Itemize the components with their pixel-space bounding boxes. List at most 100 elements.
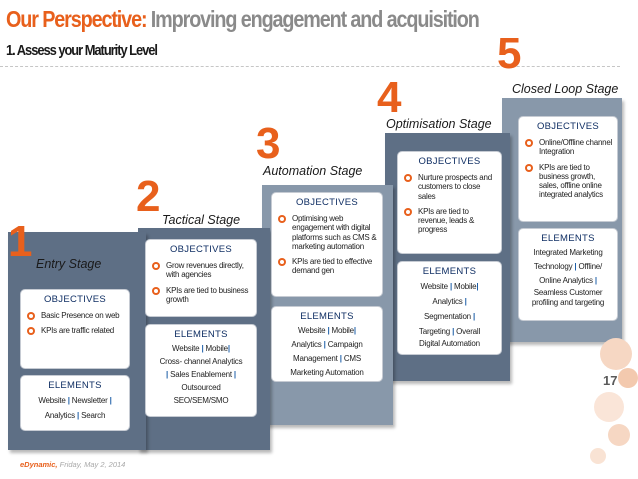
separator-bar: | [323,340,326,349]
slide-subtitle: 1. Assess your Maturity Level [6,42,158,59]
stage-name-3: Automation Stage [263,164,363,178]
objectives-box-1: OBJECTIVES Basic Presence on web KPIs ar… [20,289,130,369]
separator-bar: | [452,327,455,336]
separator-bar: | [594,276,597,285]
elements-line: Online Analytics | [539,276,597,285]
bullet-icon [278,215,286,223]
separator-bar: | [449,282,452,291]
elements-line: Website | Mobile| [172,344,230,353]
elements-list: Integrated Marketing Technology | Offlin… [519,244,617,308]
separator-bar: | [77,411,80,420]
separator-bar: | [327,326,330,335]
stage-number-2: 2 [136,172,161,221]
separator-bar: | [109,396,112,405]
elements-heading: ELEMENTS [174,329,228,340]
objective-item: Optimising web engagement with digital p… [278,214,378,251]
elements-line: Targeting | Overall [418,327,481,336]
elements-line: | Sales Enablement | [166,370,236,379]
objective-item: Online/Offline channel Integration [525,138,613,157]
elements-line: Integrated Marketing [533,248,603,257]
header-divider [0,66,620,67]
elements-line: SEO/SEM/SMO [173,396,229,405]
objective-item: KPIs are tied to business growth, sales,… [525,163,613,200]
elements-list: Website | Mobile| Cross- channel Analyti… [146,340,256,407]
elements-line: profiling and targeting [531,298,605,307]
objective-item: KPIs are tied to effective demand gen [278,257,378,276]
title-lead: Our Perspective: [6,6,148,32]
objectives-box-4: OBJECTIVES Nurture prospects and custome… [397,151,502,254]
stage-number-3: 3 [256,119,281,168]
objective-item: KPIs are tied to business growth [152,286,252,305]
elements-line: Analytics | Campaign [291,340,363,349]
objectives-heading: OBJECTIVES [536,121,600,132]
elements-list: Website | Mobile| Analytics | Campaign M… [272,322,382,380]
elements-box-5: ELEMENTS Integrated Marketing Technology… [518,228,618,321]
bullet-icon [278,258,286,267]
objective-item: Grow revenues directly, with agencies [152,261,252,280]
objectives-heading: OBJECTIVES [295,197,359,208]
elements-line: Website | Newsletter | [38,396,112,405]
objective-item: Nurture prospects and customers to close… [404,173,497,201]
elements-box-4: ELEMENTS Website | Mobile| Analytics | S… [397,261,502,355]
separator-bar: | [227,344,230,353]
elements-line: Digital Automation [419,339,480,348]
elements-heading: ELEMENTS [48,380,102,391]
elements-list: Website | Mobile| Analytics | Segmentati… [398,277,501,348]
decorative-circle [594,392,624,422]
separator-bar: | [67,396,70,405]
objectives-heading: OBJECTIVES [418,156,481,167]
bullet-icon [525,139,533,147]
title-rest: Improving engagement and acquisition [150,6,480,32]
elements-line: Seamless Customer [533,288,603,297]
separator-bar: | [464,297,467,306]
elements-line: Website | Mobile| [420,282,479,291]
bullet-icon [404,207,412,216]
separator-bar: | [233,370,236,379]
elements-heading: ELEMENTS [541,233,595,244]
separator-bar: | [166,370,169,379]
page-number: 17 [603,373,618,388]
elements-line: Technology | Offline/ [533,262,603,271]
separator-bar: | [353,326,356,335]
decorative-circle [618,368,638,388]
bullet-icon [27,312,35,320]
separator-bar: | [476,282,479,291]
separator-bar: | [472,312,476,321]
objectives-heading: OBJECTIVES [169,244,233,255]
footer: eDynamic, Friday, May 2, 2014 [20,460,125,469]
elements-heading: ELEMENTS [300,311,354,322]
elements-list: Website | Newsletter | Analytics | Searc… [21,391,129,423]
stage-name-4: Optimisation Stage [386,117,492,131]
separator-bar: | [574,262,577,271]
separator-bar: | [339,354,342,363]
decorative-circle [600,338,632,370]
objectives-heading: OBJECTIVES [43,294,107,305]
stage-number-1: 1 [8,217,33,266]
objectives-box-2: OBJECTIVES Grow revenues directly, with … [145,239,257,317]
bullet-icon [152,262,160,270]
elements-line: Marketing Automation [290,368,364,377]
elements-line: Cross- channel Analytics [159,357,243,366]
elements-line: Segmentation | [423,312,476,321]
stage-name-5: Closed Loop Stage [512,82,619,96]
objective-item: Basic Presence on web [27,311,125,320]
stage-name-1: Entry Stage [36,257,102,271]
stage-name-2: Tactical Stage [162,213,241,227]
bullet-icon [27,327,35,336]
elements-line: Analytics | Search [44,411,106,420]
elements-line: Website | Mobile| [298,326,356,335]
objectives-box-5: OBJECTIVES Online/Offline channel Integr… [518,116,618,222]
stage-number-5: 5 [497,29,522,78]
elements-heading: ELEMENTS [422,266,477,277]
elements-box-3: ELEMENTS Website | Mobile| Analytics | C… [271,306,383,382]
bullet-icon [525,163,533,172]
objective-item: KPIs are tied to revenue, leads & progre… [404,207,497,235]
footer-date: Friday, May 2, 2014 [59,460,126,469]
elements-box-2: ELEMENTS Website | Mobile| Cross- channe… [145,324,257,417]
elements-box-1: ELEMENTS Website | Newsletter | Analytic… [20,375,130,431]
bullet-icon [152,286,160,295]
stage-number-4: 4 [377,73,402,122]
elements-line: Analytics | [432,297,467,306]
elements-line: Management | CMS [293,354,361,363]
objective-item: KPIs are traffic related [27,326,125,336]
